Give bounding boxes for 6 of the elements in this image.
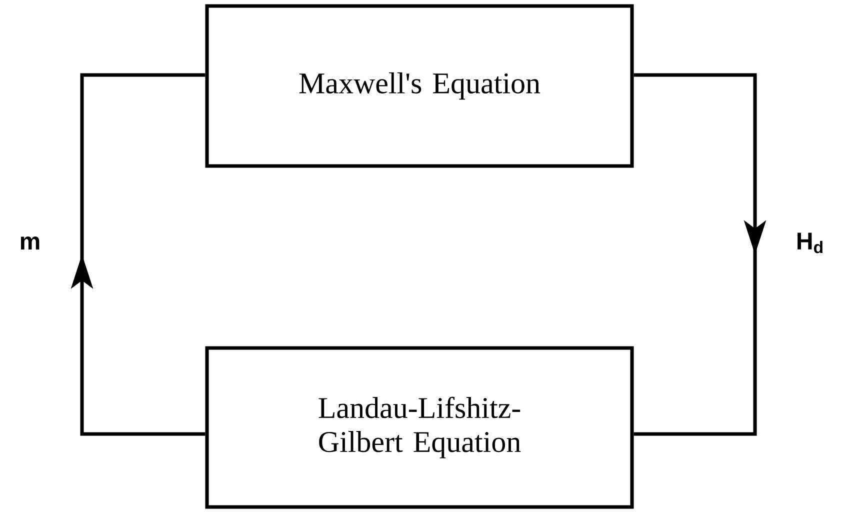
arrow: [70, 73, 206, 436]
edge-label: m: [20, 236, 40, 250]
process-box: Maxwell's Equation: [205, 4, 634, 168]
edge-label: H$_{d}$: [798, 232, 822, 254]
arrow: [634, 73, 766, 436]
process-box: Landau-Lifshitz-Gilbert Equation: [205, 346, 634, 509]
